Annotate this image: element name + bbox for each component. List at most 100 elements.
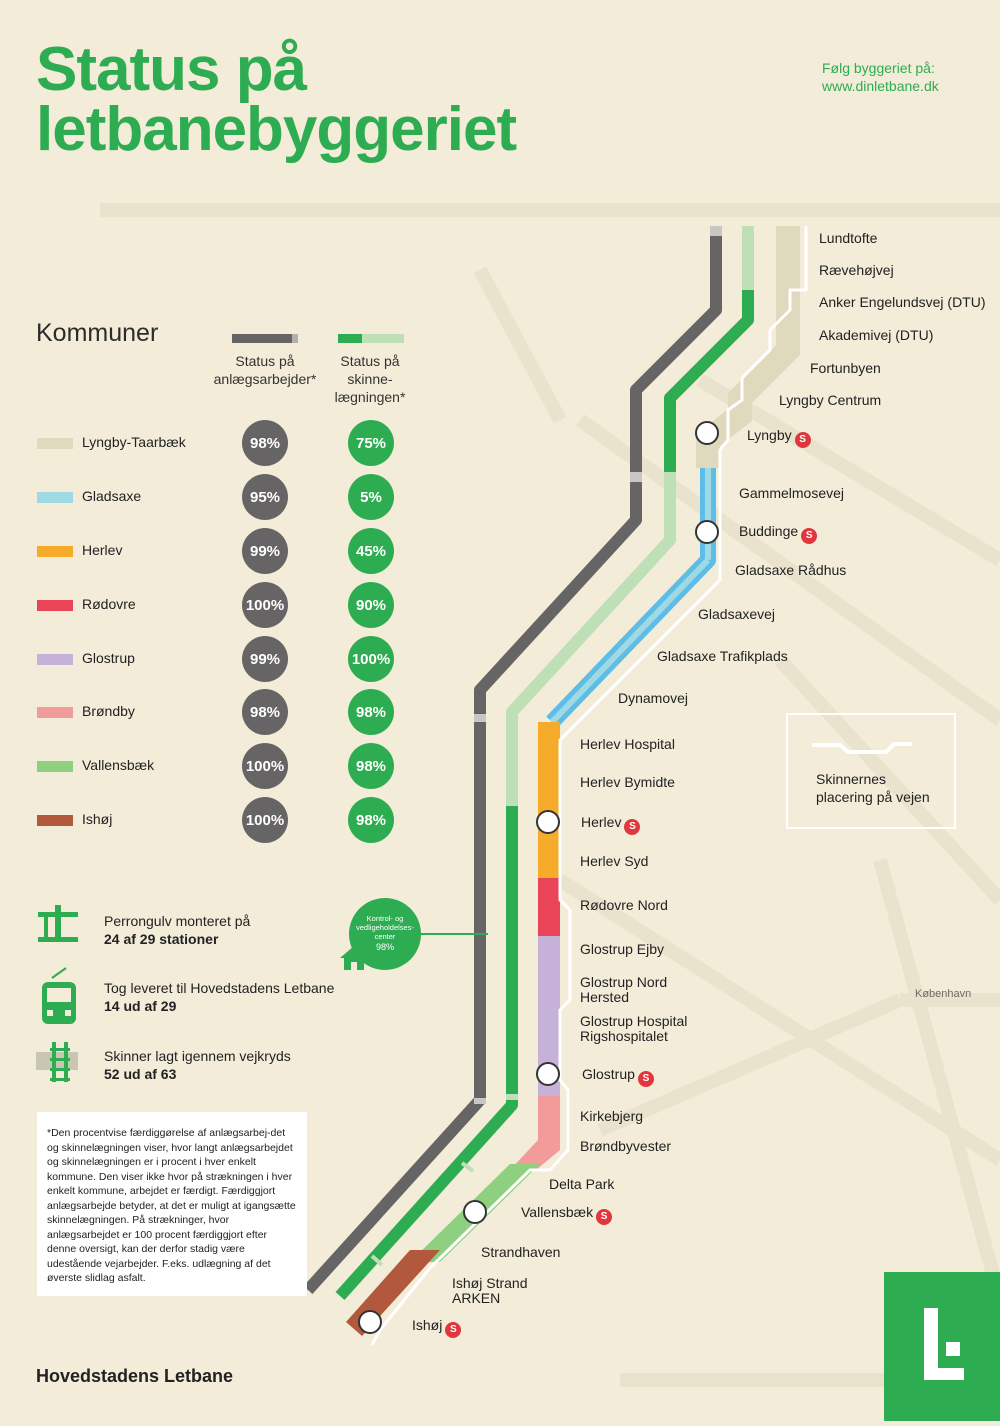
anlaeg-gap-herlev xyxy=(474,714,486,722)
segment-glostrup xyxy=(538,936,560,1096)
segment-herlev xyxy=(538,722,560,878)
skinne-gap-2 xyxy=(460,1161,475,1173)
anlaeg-header-bar xyxy=(232,334,292,343)
skinne-gap-1 xyxy=(506,1094,518,1100)
station-name-line: Rigshospitalet xyxy=(580,1028,668,1044)
kommune-swatch xyxy=(37,492,73,503)
skinne-header-line-2: skinne- xyxy=(347,371,393,387)
station-label: Lyngby Centrum xyxy=(779,393,881,408)
anlaeg-percent: 100% xyxy=(242,797,288,843)
station-label: Akademivej (DTU) xyxy=(819,328,933,343)
station-label: Kirkebjerg xyxy=(580,1109,643,1124)
station-name-line: Hersted xyxy=(580,989,630,1005)
legend-line-2: placering på vejen xyxy=(816,789,930,805)
kommune-swatch xyxy=(37,438,73,449)
station-name-line: Gammelmosevej xyxy=(739,485,845,501)
station-label: Strandhaven xyxy=(481,1245,560,1260)
station-name-line: ARKEN xyxy=(452,1290,501,1306)
station-label: Anker Engelundsvej (DTU) xyxy=(819,295,986,310)
skinne-header-bar-rest xyxy=(362,334,404,343)
stat-value: 24 af 29 stationer xyxy=(104,931,219,947)
skinne-percent: 98% xyxy=(348,797,394,843)
skinne-percent: 75% xyxy=(348,420,394,466)
s-train-icon: S xyxy=(801,528,818,544)
depot-label-1: Kontrol- og xyxy=(366,914,404,923)
kommune-swatch xyxy=(37,815,73,826)
station-name-line: Anker Engelundsvej (DTU) xyxy=(819,294,986,310)
skinne-column-header: Status på skinne- lægningen* xyxy=(320,352,420,406)
s-train-icon: S xyxy=(596,1209,613,1225)
station-name-line: Glostrup Hospital xyxy=(580,1013,688,1029)
skinne-percent: 98% xyxy=(348,689,394,735)
kommune-name: Ishøj xyxy=(82,811,113,827)
follow-url[interactable]: www.dinletbane.dk xyxy=(822,78,939,94)
station-label: Herlev Hospital xyxy=(580,737,675,752)
s-train-icon: S xyxy=(624,819,641,835)
station-marker-ishoj xyxy=(358,1310,382,1334)
station-name-line: Lyngby Centrum xyxy=(779,392,882,408)
legend-text: Skinnernes placering på vejen xyxy=(816,770,930,806)
station-name-line: Ishøj Strand xyxy=(452,1275,528,1291)
stat-item: Tog leveret til Hovedstadens Letbane 14 u… xyxy=(104,979,334,1015)
kobenhavn-label: København xyxy=(915,988,972,1000)
station-name-line: Delta Park xyxy=(549,1176,615,1192)
skinne-done-lyngby xyxy=(664,290,754,472)
s-train-icon: S xyxy=(794,432,811,448)
interchange-markers xyxy=(358,421,719,1334)
s-train-icon: S xyxy=(637,1071,654,1087)
station-label: Gladsaxevej xyxy=(698,607,775,622)
stat-label: Tog leveret til Hovedstadens Letbane xyxy=(104,980,335,996)
skinne-gap-3 xyxy=(370,1254,384,1267)
station-label: Herlev Syd xyxy=(580,854,648,869)
kommune-swatch xyxy=(37,546,73,557)
station-label: Gladsaxe Rådhus xyxy=(735,563,846,578)
kommune-name: Rødovre xyxy=(82,596,136,612)
station-marker-vallensbaek xyxy=(463,1200,487,1224)
letbane-logo-icon xyxy=(924,1308,964,1380)
station-marker-buddinge xyxy=(695,520,719,544)
skinne-todo-gladsaxe xyxy=(506,472,676,806)
anlaeg-percent: 98% xyxy=(242,420,288,466)
stat-value: 14 ud af 29 xyxy=(104,998,177,1014)
depot-circle xyxy=(349,898,421,970)
anlaeg-percent: 99% xyxy=(242,528,288,574)
anlaeg-percent: 99% xyxy=(242,636,288,682)
station-label: Rævehøjvej xyxy=(819,263,894,278)
title-line-1: Status på xyxy=(36,35,307,104)
kommune-name: Gladsaxe xyxy=(82,488,142,504)
segment-gladsaxe-light xyxy=(549,468,711,725)
station-name-line: Fortunbyen xyxy=(810,360,881,376)
station-name-line: Strandhaven xyxy=(481,1244,561,1260)
house-icon xyxy=(340,946,368,970)
station-name-line: Herlev Syd xyxy=(580,853,649,869)
depot-label: Kontrol- og vedligeholdelses- center 98% xyxy=(355,914,415,952)
station-name-line: Brøndbyvester xyxy=(580,1138,672,1154)
station-label: Herlev Bymidte xyxy=(580,775,675,790)
stat-label: Skinner lagt igennem vejkryds xyxy=(104,1048,291,1064)
depot-value: 98% xyxy=(375,942,394,952)
brand-name: Hovedstadens Letbane xyxy=(36,1366,234,1386)
station-name-line: Gladsaxe Rådhus xyxy=(735,562,847,578)
station-name-line: Dynamovej xyxy=(618,690,689,706)
kommune-swatch xyxy=(37,761,73,772)
tram-icon xyxy=(42,967,76,1024)
anlaeg-column-header: Status på anlægsarbejder* xyxy=(205,352,325,388)
station-label: Gammelmosevej xyxy=(739,486,844,501)
legend-box xyxy=(786,713,956,829)
title-line-2: letbanebyggeriet xyxy=(36,95,517,164)
follow-info: Følg byggeriet på: www.dinletbane.dk xyxy=(822,59,939,95)
station-label: Brøndbyvester xyxy=(580,1139,671,1154)
